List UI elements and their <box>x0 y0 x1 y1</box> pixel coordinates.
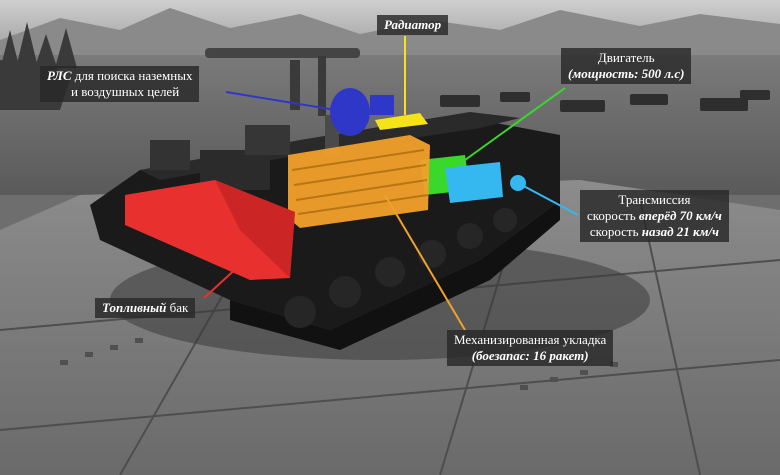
engine-label-line1: Двигатель <box>597 50 655 65</box>
transmission-label-line2: скорость вперёд 70 км/ч <box>587 208 722 224</box>
slab-holes <box>60 338 618 390</box>
ammo-rack-label-line1: Механизированная укладка <box>454 332 607 347</box>
transmission-label-line3: скорость назад 21 км/ч <box>587 224 722 240</box>
fuel-tank-component <box>125 180 295 280</box>
radar-label-line1: РЛС для поиска наземных <box>47 68 192 84</box>
distant-tanks <box>440 90 770 112</box>
ammo-rack-label: Механизированная укладка (боезапас: 16 р… <box>447 330 614 366</box>
radar-label-line2: и воздушных целей <box>71 84 180 99</box>
radar-label-text1: для поиска наземных <box>71 68 193 83</box>
engine-label: Двигатель (мощность: 500 л.с) <box>561 48 692 84</box>
ammo-rack-component <box>288 135 430 228</box>
engine-label-line2: (мощность: 500 л.с) <box>568 66 685 81</box>
transmission-forward-speed: вперёд 70 км/ч <box>638 208 722 223</box>
transmission-reverse-speed: назад 21 км/ч <box>641 224 719 239</box>
radiator-component <box>375 113 428 130</box>
ammo-rack-label-line2: (боезапас: 16 ракет) <box>471 348 589 363</box>
radar-label-abbr: РЛС <box>47 68 72 83</box>
radar-label: РЛС для поиска наземных и воздушных целе… <box>40 66 200 102</box>
fuel-tank-label-bold: Топливный <box>102 300 167 315</box>
radar-component <box>330 88 394 136</box>
leader-lines <box>203 36 579 331</box>
fuel-tank-label-text: бак <box>166 300 189 315</box>
radiator-label: Радиатор <box>377 15 449 35</box>
transmission-reverse-prefix: скорость <box>589 224 642 239</box>
transmission-label: Трансмиссия скорость вперёд 70 км/ч скор… <box>580 190 729 242</box>
transmission-forward-prefix: скорость <box>587 208 639 223</box>
fuel-tank-label: Топливный бак <box>95 298 196 318</box>
radiator-label-title: Радиатор <box>384 17 442 32</box>
transmission-label-line1: Трансмиссия <box>618 192 691 207</box>
